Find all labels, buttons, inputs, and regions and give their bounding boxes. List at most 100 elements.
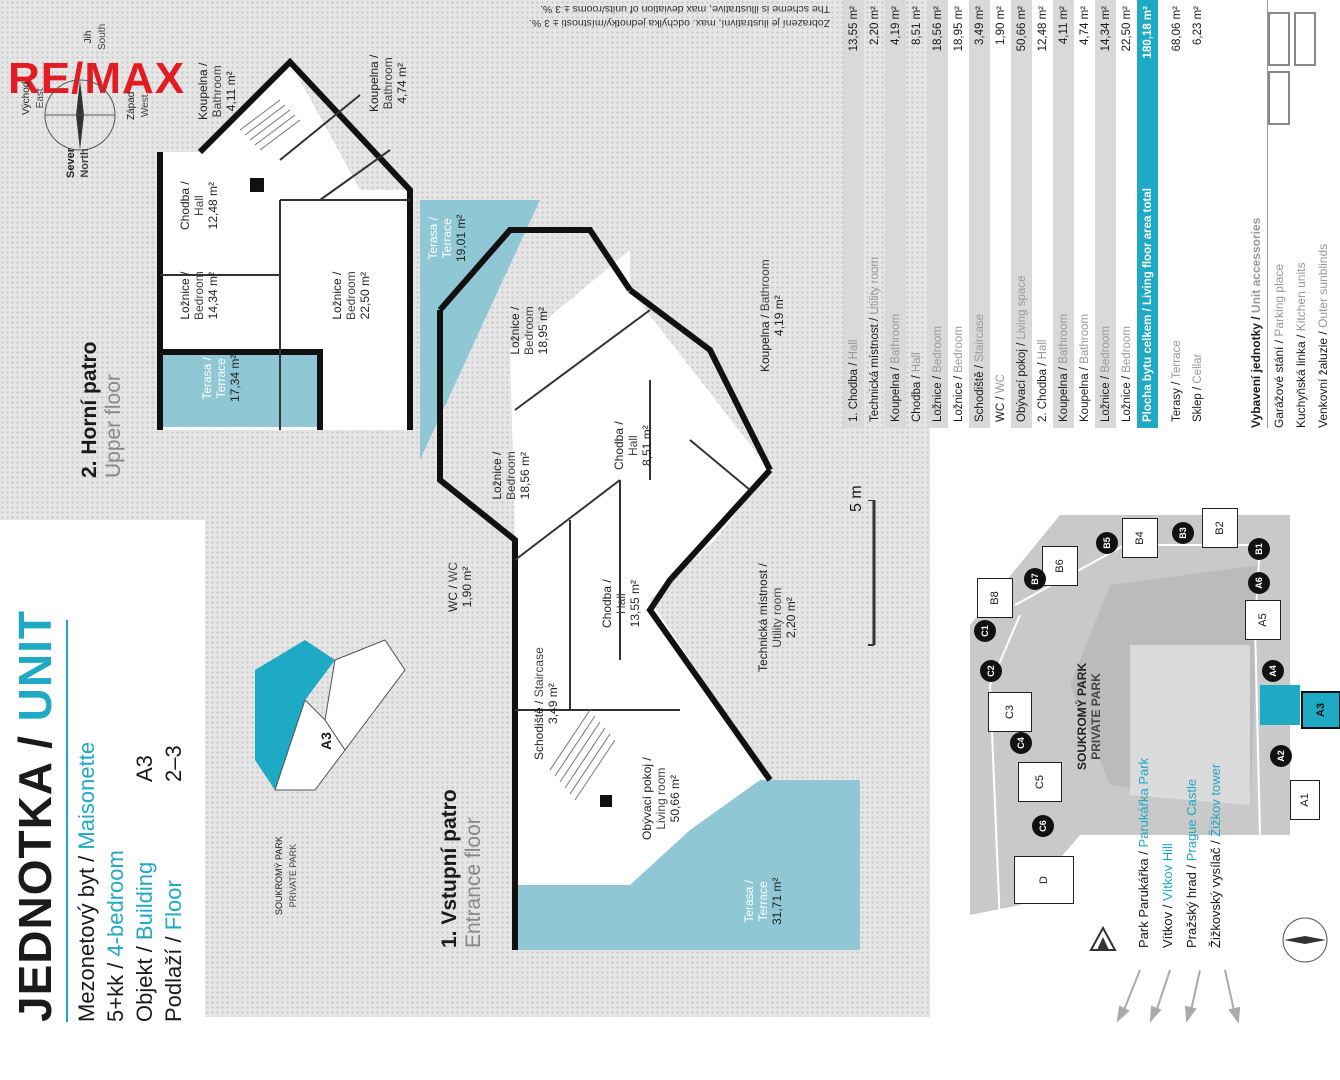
- area-row-value: 1,90 m²: [994, 6, 1007, 45]
- upper-terrace-fill: [160, 352, 320, 427]
- terrace-19-fill: [420, 200, 540, 460]
- area-row-value: 180,18 m²: [1141, 6, 1154, 59]
- entrance-floor-heading: 1. Vstupní patro Entrance floor: [438, 789, 485, 948]
- landmark-vitkov: Vítkov / Vítkov Hill: [1160, 843, 1175, 948]
- landmark-zizkov-tower: Žižkovský vysílač / Žižkov tower: [1208, 763, 1223, 948]
- site-building-a3: A3: [1301, 691, 1340, 729]
- area-table-row: Ložnice / Bedroom 18,56 m²: [927, 0, 948, 428]
- area-row-label: WC / WC: [994, 374, 1007, 422]
- site-building-c4: C4: [1010, 732, 1032, 754]
- landmark-prague-castle: Pražský hrad / Prague Castle: [1184, 778, 1199, 948]
- area-row-value: 50,66 m²: [1015, 6, 1028, 52]
- scale-label: 5 m: [848, 485, 865, 512]
- site-building-c1: C1: [974, 620, 996, 642]
- mini-site-a3-label: A3: [318, 732, 334, 750]
- area-table: 1. Chodba / Hall 13,55 m² Technická místno…: [843, 0, 1204, 428]
- area-table-row: WC / WC 1,90 m²: [990, 0, 1011, 428]
- park-pin-icon: [1089, 925, 1117, 951]
- site-building-b7: B7: [1024, 568, 1046, 590]
- area-row-value: 8,51 m²: [910, 6, 923, 45]
- site-building-b1: B1: [1248, 538, 1270, 560]
- site-building-c6: C6: [1032, 815, 1054, 837]
- area-row-value: 18,56 m²: [931, 6, 944, 52]
- scale-bar: [868, 500, 876, 646]
- title-divider: [66, 620, 68, 1022]
- landmarks-legend: Park Parukářka / Parukářka Park Vítkov /…: [1132, 758, 1228, 948]
- accessories-title: Vybavení jednotky / Unit accessories: [1245, 0, 1268, 428]
- checkbox-parking: [1268, 12, 1290, 66]
- site-building-b5: B5: [1096, 532, 1118, 554]
- site-compass-icon: [1282, 917, 1328, 963]
- checkbox-sunblinds: [1268, 71, 1290, 125]
- area-row-value: 22,50 m²: [1120, 6, 1133, 52]
- area-row-label: Schodiště / Staircase: [973, 313, 986, 422]
- site-building-a6: A6: [1248, 572, 1270, 594]
- area-row-label: Chodba / Hall: [910, 352, 923, 422]
- site-building-a5: A5: [1245, 600, 1281, 640]
- area-table-row: Schodiště / Staircase 3,49 m²: [969, 0, 990, 428]
- area-row-label: Ložnice / Bedroom: [931, 326, 944, 422]
- upper-floor-heading: 2. Horní patro Upper floor: [78, 341, 125, 478]
- site-building-b3: B3: [1172, 522, 1194, 544]
- site-building-a3-highlight: [1260, 685, 1300, 725]
- area-row-value: 12,48 m²: [1036, 6, 1049, 52]
- area-row-value: 6,23 m²: [1191, 6, 1204, 45]
- area-total-row: Plocha bytu celkem / Living floor area t…: [1137, 0, 1158, 428]
- page-title: JEDNOTKA / UNIT: [9, 610, 61, 1022]
- compass-rose-icon: [44, 79, 116, 151]
- area-row-value: 4,11 m²: [1057, 6, 1070, 45]
- area-row-label: Koupelna / Bathroom: [889, 313, 902, 422]
- area-row-label: 1. Chodba / Hall: [847, 339, 860, 422]
- area-row-value: 4,19 m²: [889, 6, 902, 45]
- terrace-31-fill: [515, 780, 860, 950]
- area-row-label: Technická místnost / Utility room: [868, 257, 881, 422]
- area-row-value: 3,49 m²: [973, 6, 986, 45]
- accessory-checkboxes: [1268, 12, 1340, 130]
- area-row-value: 4,74 m²: [1078, 6, 1091, 45]
- area-table-row: Koupelna / Bathroom 4,19 m²: [885, 0, 906, 428]
- area-row-value: 13,55 m²: [847, 6, 860, 52]
- site-building-b8: B8: [977, 578, 1013, 618]
- landmark-parukarka: Park Parukářka / Parukářka Park: [1136, 757, 1151, 948]
- checkbox-kitchen: [1294, 12, 1317, 66]
- area-row-label: Plocha bytu celkem / Living floor area t…: [1141, 188, 1154, 422]
- entrance-floor-plan: [420, 200, 860, 950]
- mini-site-map: [255, 639, 406, 791]
- area-row-label: Ložnice / Bedroom: [1099, 326, 1112, 422]
- remax-logo: RE/MAX: [8, 54, 186, 103]
- unit-rooms: 5+kk / 4-bedroom: [103, 850, 128, 1022]
- site-map: [970, 515, 1300, 926]
- landmark-arrows: [1116, 969, 1241, 1024]
- area-row-label: Ložnice / Bedroom: [952, 326, 965, 422]
- site-building-c2: C2: [980, 660, 1002, 682]
